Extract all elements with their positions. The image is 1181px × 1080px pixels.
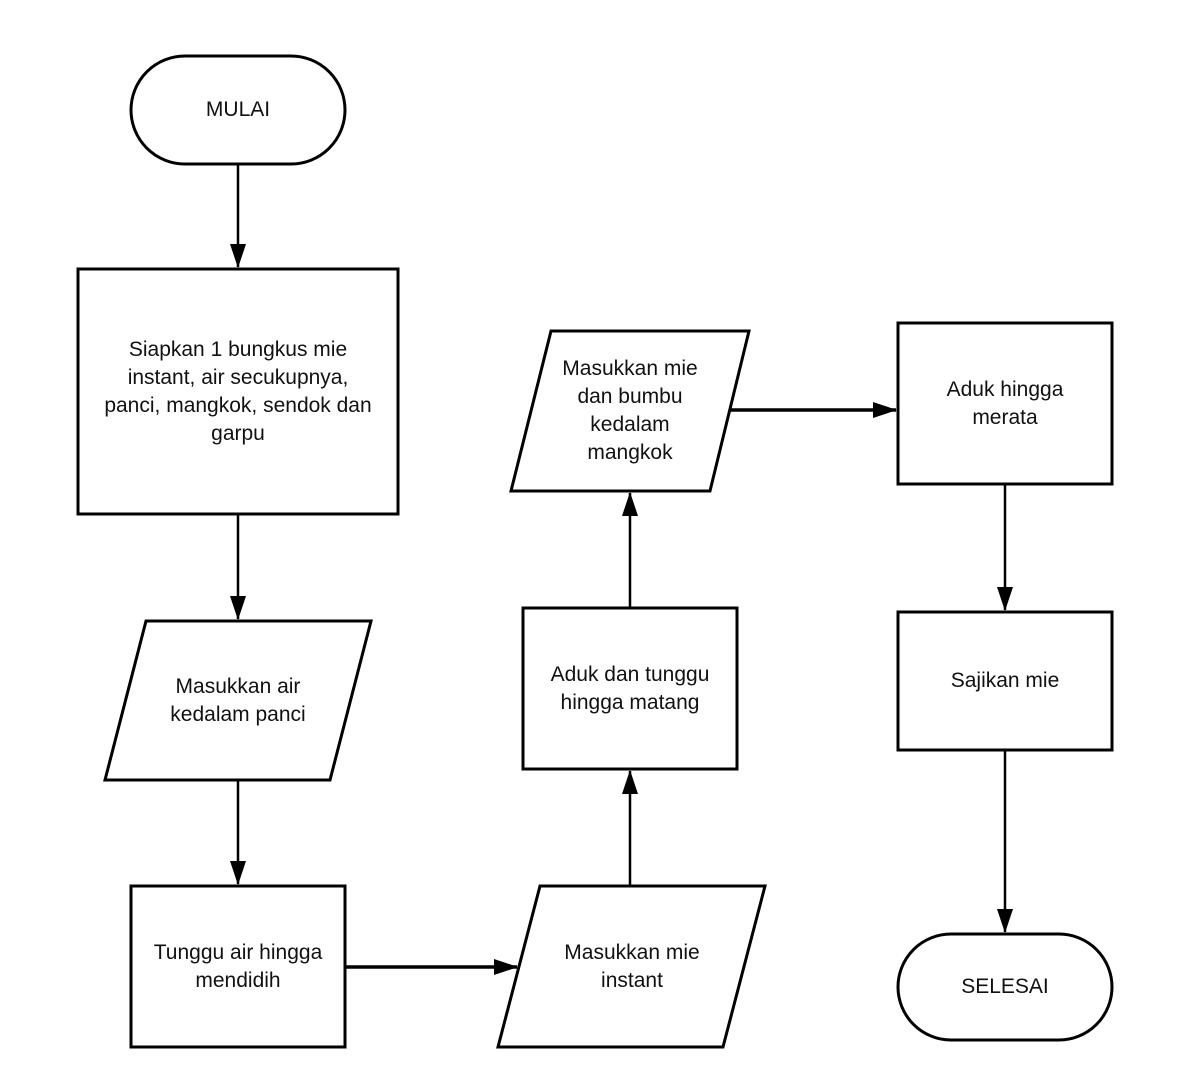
prepare-line-1: Siapkan 1 bungkus mie <box>128 337 348 361</box>
start-label: MULAI <box>131 56 345 164</box>
prepare-label: Siapkan 1 bungkus mie instant, air secuk… <box>78 269 398 514</box>
bowl-line-2: dan bumbu <box>577 385 683 408</box>
prepare-line-3: panci, mangkok, sendok dan <box>104 393 372 417</box>
io-noodle <box>496 884 767 1049</box>
noodle-label: Masukkan mie instant <box>519 886 745 1047</box>
bowl-line-3: kedalam <box>590 413 670 436</box>
bowl-line-4: mangkok <box>587 441 673 464</box>
prepare-line-2: instant, air secukupnya, <box>127 365 349 389</box>
bowl-line-1: Masukkan mie <box>562 357 698 380</box>
serve-text: Sajikan mie <box>950 669 1060 692</box>
noodle-line-2: instant <box>601 968 663 992</box>
bowl-label: Masukkan mie dan bumbu kedalam mangkok <box>531 331 729 491</box>
end-terminator <box>896 932 1114 1042</box>
water-label: Masukkan air kedalam panci <box>125 621 351 780</box>
stir-label: Aduk hingga merata <box>898 323 1112 484</box>
serve-label: Sajikan mie <box>898 612 1112 750</box>
process-prepare <box>76 267 400 516</box>
cook-label: Aduk dan tunggu hingga matang <box>523 608 737 769</box>
cook-line-1: Aduk dan tunggu <box>550 662 710 686</box>
process-cook <box>521 606 739 771</box>
boil-line-1: Tunggu air hingga <box>153 940 323 964</box>
cook-line-2: hingga matang <box>560 690 700 714</box>
boil-label: Tunggu air hingga mendidih <box>131 886 345 1047</box>
end-label: SELESAI <box>898 934 1112 1040</box>
io-water <box>103 619 373 782</box>
water-line-1: Masukkan air <box>175 674 301 698</box>
start-text: MULAI <box>205 98 271 121</box>
stir-line-1: Aduk hingga <box>946 377 1064 401</box>
prepare-line-4: garpu <box>211 421 265 445</box>
stir-line-2: merata <box>972 405 1038 429</box>
noodle-line-1: Masukkan mie <box>564 940 700 964</box>
io-bowl <box>509 329 751 493</box>
process-stir <box>896 321 1114 486</box>
water-line-2: kedalam panci <box>170 702 306 726</box>
boil-line-2: mendidih <box>195 968 281 992</box>
end-text: SELESAI <box>961 975 1049 998</box>
process-serve <box>896 610 1114 752</box>
